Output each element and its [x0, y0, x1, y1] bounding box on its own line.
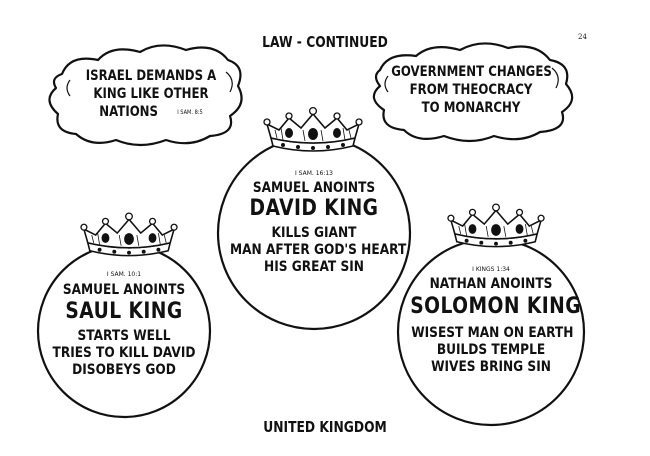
david-note-3: HIS GREAT SIN [264, 259, 364, 275]
cloud-left-line-3: NATIONS [99, 104, 159, 120]
david-note-1: KILLS GIANT [271, 225, 357, 241]
solomon-note-1: WISEST MAN ON EARTH [411, 325, 574, 341]
saul-note-2: TRIES TO KILL DAVID [52, 345, 196, 361]
cloud-right-line-1: GOVERNMENT CHANGES [391, 64, 552, 80]
david-note-2: MAN AFTER GOD'S HEART [230, 242, 407, 258]
solomon-name: SOLOMON KING [410, 294, 581, 319]
cloud-left-line-1: ISRAEL DEMANDS A [85, 68, 217, 84]
saul-ref: I SAM. 10:1 [106, 271, 142, 278]
cloud-left-line-3-row: NATIONS I SAM. 8:5 [76, 104, 226, 120]
david-ref: I SAM. 16:13 [295, 170, 333, 177]
page-title: LAW - CONTINUED [262, 33, 388, 51]
solomon-note-3: WIVES BRING SIN [431, 359, 551, 375]
solomon-note-2: BUILDS TEMPLE [436, 342, 546, 358]
saul-text: I SAM. 10:1 SAMUEL ANOINTS SAUL KING STA… [34, 271, 214, 378]
cloud-left-shape [48, 44, 243, 147]
cloud-right-line-3: TO MONARCHY [421, 100, 521, 116]
david-anointer: SAMUEL ANOINTS [252, 180, 376, 196]
page-number: 24 [578, 33, 587, 41]
solomon-crown-icon [447, 203, 545, 248]
solomon-ref: I KINGS 1:34 [472, 266, 510, 273]
saul-name: SAUL KING [65, 299, 183, 324]
cloud-left-line-2: KING LIKE OTHER [93, 86, 209, 102]
saul-note-1: STARTS WELL [77, 328, 171, 344]
saul-anointer: SAMUEL ANOINTS [62, 282, 186, 298]
cloud-left-ref: I SAM. 8:5 [177, 109, 203, 116]
footer-label: UNITED KINGDOM [263, 418, 387, 436]
david-name: DAVID KING [249, 196, 379, 221]
cloud-right-text: GOVERNMENT CHANGES FROM THEOCRACY TO MON… [376, 64, 566, 116]
saul-note-3: DISOBEYS GOD [72, 362, 176, 378]
cloud-right-line-2: FROM THEOCRACY [409, 82, 533, 98]
david-text: I SAM. 16:13 SAMUEL ANOINTS DAVID KING K… [214, 170, 414, 275]
saul-crown-icon [80, 212, 178, 257]
solomon-text: I KINGS 1:34 NATHAN ANOINTS SOLOMON KING… [396, 266, 586, 375]
david-crown-icon [263, 106, 363, 152]
cloud-right-shape [372, 42, 574, 143]
cloud-left-text: ISRAEL DEMANDS A KING LIKE OTHER NATIONS… [62, 68, 240, 120]
solomon-anointer: NATHAN ANOINTS [429, 276, 553, 292]
